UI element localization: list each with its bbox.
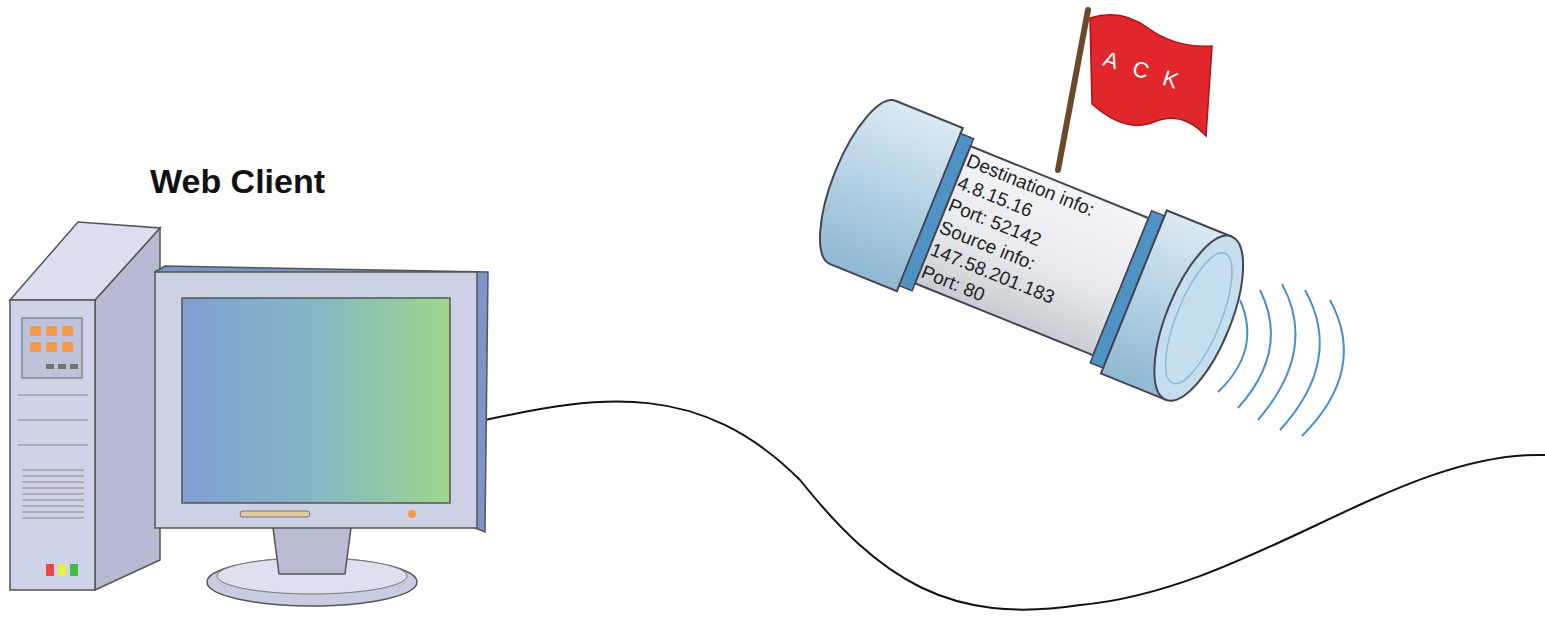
device-label: Web Client [150,162,325,201]
computer-monitor [155,266,488,606]
ack-flag: ACK [1086,12,1216,142]
packet-capsule: Destination info:4.8.15.16Port: 52142Sou… [792,84,1267,416]
computer-tower [10,222,160,590]
flag-pole [1058,10,1088,170]
network-wire [485,402,1545,610]
